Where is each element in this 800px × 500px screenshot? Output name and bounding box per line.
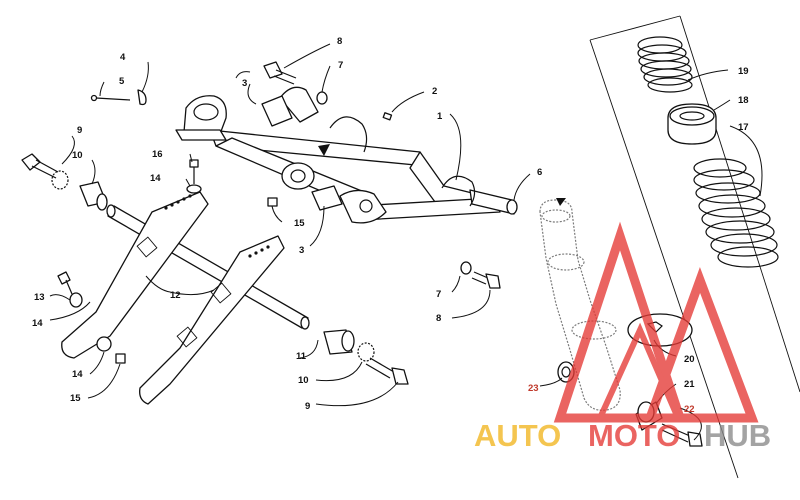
swing-arm-frame (175, 86, 518, 224)
watermark-triangle-mark (553, 221, 759, 423)
callout-18: 18 (738, 95, 749, 106)
bolt-8-lower (460, 261, 501, 289)
pin-5 (90, 94, 131, 102)
callout-7-upper: 7 (338, 60, 343, 71)
lower-spring (693, 158, 779, 268)
callout-3-upper: 3 (242, 78, 247, 89)
washer-14-left (69, 292, 83, 308)
arm-12-right (139, 235, 285, 405)
callout-9-upper: 9 (77, 125, 82, 136)
bolt-9-lower (357, 342, 409, 385)
callout-leaders (49, 43, 763, 441)
callout-13: 13 (34, 292, 45, 303)
callout-10-lower: 10 (298, 375, 309, 386)
bolt-8-upper (263, 61, 328, 105)
callout-9-lower: 9 (305, 401, 310, 412)
callout-7-lower: 7 (436, 289, 441, 300)
clip-4 (137, 89, 147, 106)
pivot-pointer-arrow (318, 144, 330, 156)
arm-12-left (61, 191, 209, 359)
upper-spring (637, 36, 693, 93)
watermark-logo: AUTO MOTO HUB (474, 221, 771, 453)
callout-14-upper: 14 (150, 173, 161, 184)
callout-14-lower: 14 (72, 369, 83, 380)
callout-8-lower: 8 (436, 313, 441, 324)
callout-2: 2 (432, 86, 437, 97)
callout-15-upper: 15 (294, 218, 305, 229)
watermark-moto-text: MOTO (588, 418, 680, 453)
spring-panel (589, 15, 800, 479)
callout-19: 19 (738, 66, 749, 77)
callout-11: 11 (296, 351, 307, 362)
callout-20: 20 (684, 354, 695, 365)
callout-21: 21 (684, 379, 695, 390)
callout-5: 5 (119, 76, 125, 87)
nut-15-lower (115, 353, 126, 364)
washer-14-lower (96, 336, 112, 352)
callout-16: 16 (152, 149, 163, 160)
callout-1: 1 (437, 111, 443, 122)
callout-22: 22 (684, 404, 695, 415)
callout-3-lower: 3 (299, 245, 304, 256)
callout-12: 12 (170, 290, 181, 301)
callout-14-left: 14 (32, 318, 43, 329)
shock-pointer-arrow (556, 198, 566, 206)
callout-4: 4 (120, 52, 126, 63)
watermark-hub-text: HUB (704, 418, 771, 453)
callout-8-upper: 8 (337, 36, 342, 47)
callout-15-lower: 15 (70, 393, 81, 404)
sleeve-10-lower (323, 329, 355, 355)
callout-17: 17 (738, 122, 749, 133)
callout-10-upper: 10 (72, 150, 83, 161)
callout-6: 6 (537, 167, 542, 178)
sleeve-10-upper (79, 181, 108, 211)
callout-labels: 1 2 3 3 4 5 6 7 7 8 8 9 9 10 10 11 12 13… (32, 36, 749, 415)
callout-23: 23 (528, 383, 539, 394)
watermark-auto-text: AUTO (474, 418, 561, 453)
bolt-13 (57, 271, 73, 295)
bolt-9-upper (21, 153, 69, 190)
shock-absorber (539, 199, 621, 411)
spring-seat (667, 103, 717, 145)
